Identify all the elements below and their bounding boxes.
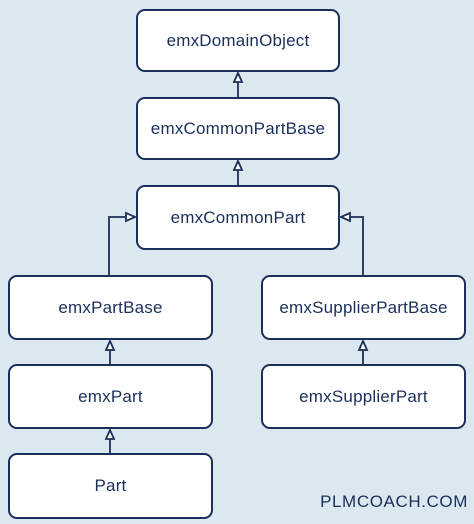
node-label: emxSupplierPart <box>299 386 428 406</box>
node-emx-common-part: emxCommonPart <box>136 185 340 250</box>
inheritance-arrowhead <box>232 70 244 83</box>
watermark-text: PLMCOACH.COM <box>320 492 468 511</box>
inheritance-arrowhead <box>338 211 351 223</box>
inheritance-arrowhead <box>125 211 138 223</box>
node-label: emxSupplierPartBase <box>279 297 448 317</box>
inheritance-arrowhead <box>104 427 116 440</box>
node-emx-domain-object: emxDomainObject <box>136 9 340 72</box>
node-label: emxCommonPartBase <box>150 118 326 138</box>
node-part: Part <box>8 453 213 519</box>
node-emx-part-base: emxPartBase <box>8 275 213 340</box>
inheritance-arrowhead <box>357 338 369 351</box>
node-emx-part: emxPart <box>8 364 213 429</box>
inheritance-arrowhead <box>104 338 116 351</box>
node-label: emxPart <box>78 386 143 406</box>
node-label: emxDomainObject <box>166 30 310 50</box>
node-label: Part <box>94 476 127 495</box>
connector-supplierpartbase-to-commonpart <box>350 216 364 275</box>
inheritance-arrowhead <box>232 158 244 171</box>
node-emx-common-part-base: emxCommonPartBase <box>136 97 340 160</box>
node-emx-supplier-part-base: emxSupplierPartBase <box>261 275 466 340</box>
node-label: emxCommonPart <box>170 207 306 227</box>
connector-partbase-to-commonpart <box>108 216 126 275</box>
node-label: emxPartBase <box>58 297 163 317</box>
node-emx-supplier-part: emxSupplierPart <box>261 364 466 429</box>
